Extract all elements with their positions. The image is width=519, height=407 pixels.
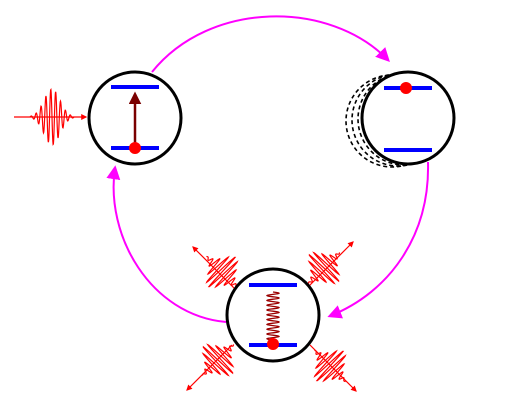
cycle-arrow-emit-to-ground [106, 165, 227, 323]
emitted-photon-nw [192, 246, 239, 291]
atom-emitting [225, 267, 321, 363]
incoming-photon-wave [29, 88, 75, 146]
atom-outline [225, 267, 321, 363]
atom-excited-recoil [345, 70, 456, 168]
emitted-photon-se [309, 344, 357, 392]
atom-electron [129, 142, 141, 154]
cycle-arrow-absorb-to-excited [151, 15, 390, 73]
emitted-photon-ne [304, 241, 354, 291]
incoming-photon [14, 88, 88, 146]
emitted-photon-sw [186, 343, 235, 391]
emitted-photons [186, 241, 357, 392]
cycle-arrow-excited-to-emit [327, 161, 430, 319]
atom-electron [267, 338, 279, 350]
atom-ground-absorbing [87, 70, 183, 166]
atom-outline [360, 70, 456, 166]
atom-electron [400, 82, 412, 94]
spontaneous-decay-wiggle [265, 291, 281, 341]
